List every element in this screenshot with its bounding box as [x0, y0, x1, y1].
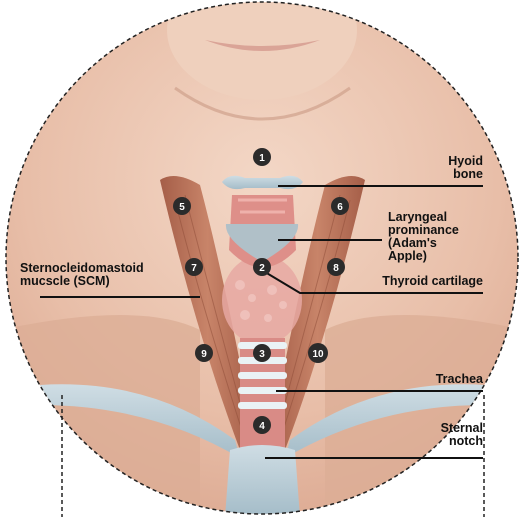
svg-text:9: 9	[201, 349, 207, 360]
marker-8: 8	[327, 258, 345, 276]
svg-text:10: 10	[312, 349, 324, 360]
svg-text:4: 4	[259, 421, 265, 432]
marker-4: 4	[253, 416, 271, 434]
marker-5: 5	[173, 197, 191, 215]
label-trachea: Trachea	[436, 373, 483, 386]
svg-text:2: 2	[259, 263, 265, 274]
marker-2: 2	[253, 258, 271, 276]
svg-text:8: 8	[333, 263, 339, 274]
label-thyroid-cartilage: Thyroid cartilage	[382, 275, 483, 288]
svg-text:6: 6	[337, 202, 343, 213]
svg-text:3: 3	[259, 349, 265, 360]
marker-1: 1	[253, 148, 271, 166]
marker-7: 7	[185, 258, 203, 276]
marker-9: 9	[195, 344, 213, 362]
svg-text:1: 1	[259, 153, 265, 164]
svg-text:7: 7	[191, 263, 197, 274]
sternum	[225, 445, 300, 517]
marker-3: 3	[253, 344, 271, 362]
svg-text:5: 5	[179, 202, 185, 213]
marker-10: 10	[308, 343, 328, 363]
marker-6: 6	[331, 197, 349, 215]
